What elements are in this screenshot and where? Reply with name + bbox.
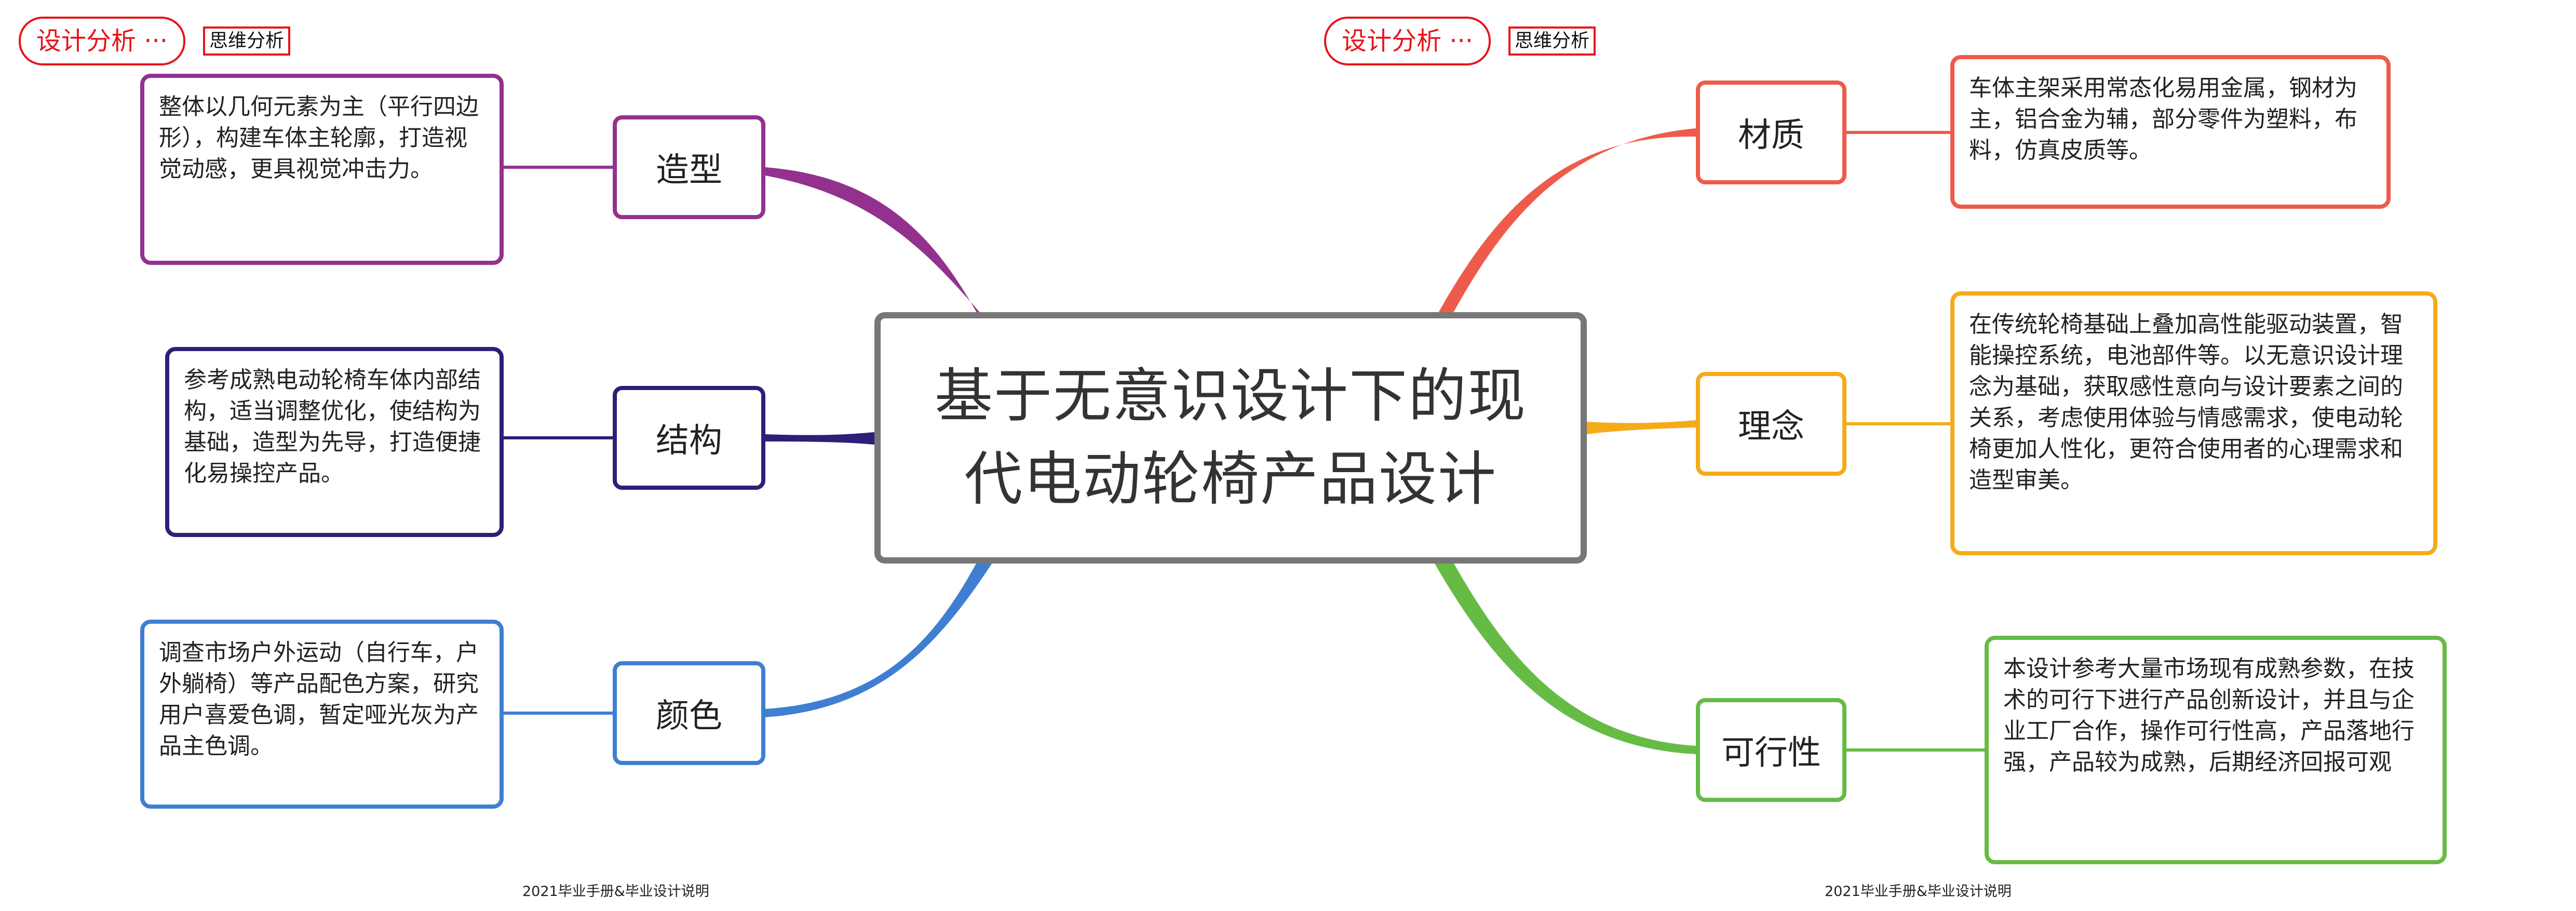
topic-label: 结构 — [656, 422, 722, 460]
mind-analysis-label: 思维分析 — [203, 26, 291, 56]
topic-material[interactable]: 材质 — [1696, 81, 1846, 184]
mind-analysis-label: 思维分析 — [1508, 26, 1596, 56]
header-tag-right: 设计分析 ··· 思维分析 — [1324, 17, 1596, 65]
topic-label: 材质 — [1738, 116, 1804, 155]
footer-caption-left: 2021毕业手册&毕业设计说明 — [522, 883, 709, 900]
topic-label: 可行性 — [1721, 734, 1821, 772]
design-analysis-pill: 设计分析 ··· — [19, 17, 186, 65]
branch-link-structure — [765, 432, 874, 445]
central-topic-title: 基于无意识设计下的现代电动轮椅产品设计 — [935, 363, 1527, 513]
desc-feasibility: 本设计参考大量市场现有成熟参数，在技术的可行下进行产品创新设计，并且与企业工厂合… — [1985, 636, 2447, 864]
topic-feasibility[interactable]: 可行性 — [1696, 698, 1846, 802]
topic-label: 颜色 — [656, 697, 722, 735]
header-tag-left: 设计分析 ··· 思维分析 — [19, 17, 291, 65]
branch-link-material — [1433, 128, 1696, 322]
desc-shape: 整体以几何元素为主（平行四边形），构建车体主轮廓，打造视觉动感，更具视觉冲击力。 — [140, 74, 504, 265]
footer-caption-right: 2021毕业手册&毕业设计说明 — [1825, 883, 2012, 900]
topic-shape[interactable]: 造型 — [613, 115, 765, 219]
desc-material: 车体主架采用常态化易用金属，钢材为主，铝合金为辅，部分零件为塑料，布料，仿真皮质… — [1950, 55, 2391, 209]
topic-label: 造型 — [656, 151, 722, 190]
design-analysis-pill: 设计分析 ··· — [1324, 17, 1491, 65]
topic-concept[interactable]: 理念 — [1696, 372, 1846, 476]
branch-link-shape — [765, 167, 997, 332]
branch-link-color — [765, 556, 997, 717]
branch-link-concept — [1587, 420, 1696, 434]
topic-label: 理念 — [1738, 408, 1804, 446]
central-topic[interactable]: 基于无意识设计下的现代电动轮椅产品设计 — [874, 312, 1587, 564]
desc-structure: 参考成熟电动轮椅车体内部结构，适当调整优化，使结构为基础，造型为先导，打造便捷化… — [165, 347, 504, 537]
topic-structure[interactable]: 结构 — [613, 386, 765, 490]
branch-link-feasibility — [1433, 561, 1696, 754]
desc-concept: 在传统轮椅基础上叠加高性能驱动装置，智能操控系统，电池部件等。以无意识设计理念为… — [1950, 291, 2437, 555]
desc-color: 调查市场户外运动（自行车，户外躺椅）等产品配色方案，研究用户喜爱色调，暂定哑光灰… — [140, 620, 504, 809]
topic-color[interactable]: 颜色 — [613, 661, 765, 765]
